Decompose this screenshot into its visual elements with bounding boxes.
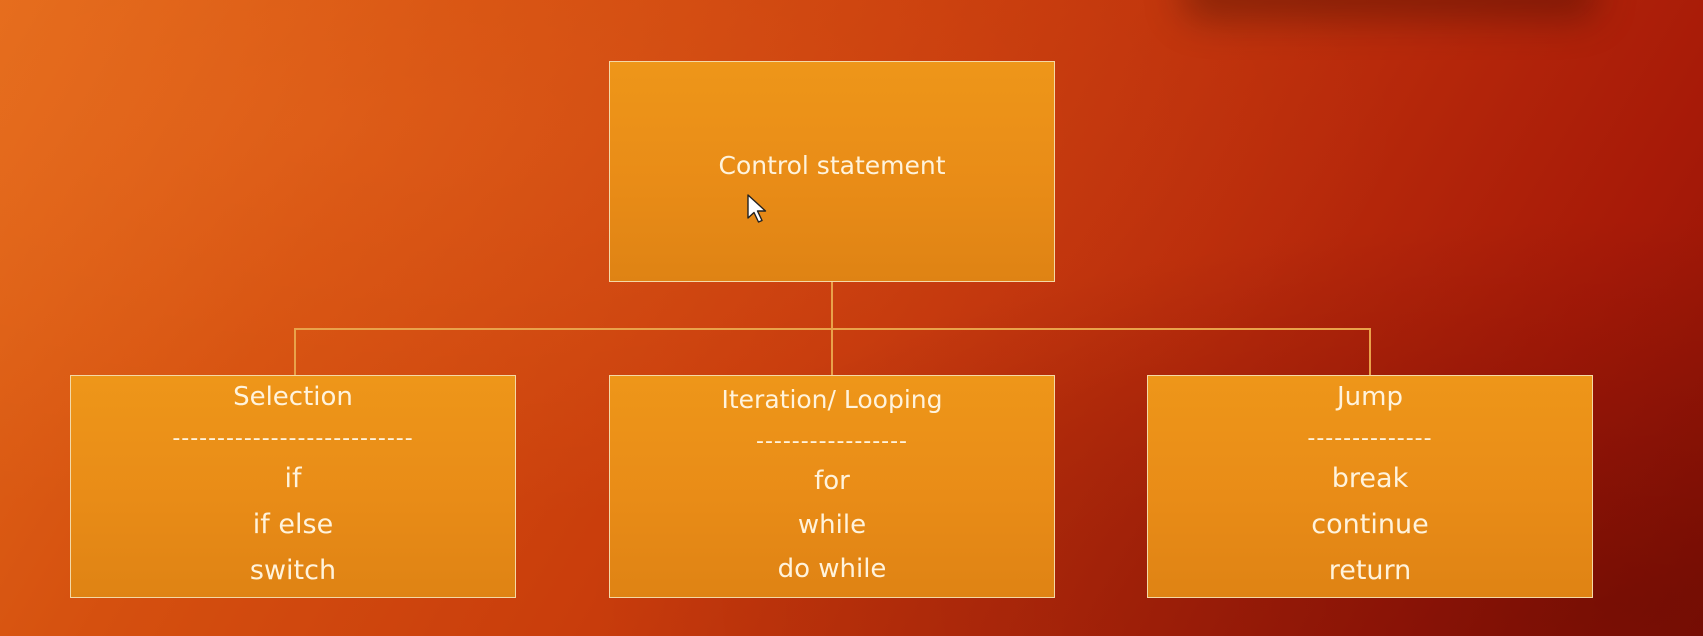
node-iteration-item: do while bbox=[777, 554, 887, 584]
node-jump-separator: -------------- bbox=[1307, 426, 1433, 451]
node-jump-title: Jump bbox=[1337, 382, 1403, 412]
top-shadow bbox=[1180, 0, 1600, 20]
node-jump-item: continue bbox=[1311, 509, 1429, 540]
root-node-label: Control statement bbox=[718, 151, 946, 180]
node-selection[interactable]: Selection --------------------------- if… bbox=[70, 375, 516, 598]
connector-to-selection bbox=[294, 328, 296, 375]
connector-root-down bbox=[831, 282, 833, 328]
node-iteration-separator: ----------------- bbox=[756, 429, 908, 454]
node-jump-item: break bbox=[1331, 463, 1409, 494]
connector-to-jump bbox=[1369, 328, 1371, 375]
node-iteration[interactable]: Iteration/ Looping ----------------- for… bbox=[609, 375, 1055, 598]
node-selection-title: Selection bbox=[233, 382, 353, 412]
node-jump[interactable]: Jump -------------- break continue retur… bbox=[1147, 375, 1593, 598]
connector-to-iteration bbox=[831, 328, 833, 375]
mouse-pointer-icon bbox=[747, 194, 767, 223]
node-jump-item: return bbox=[1328, 555, 1412, 586]
node-iteration-title: Iteration/ Looping bbox=[721, 385, 943, 414]
root-node[interactable]: Control statement bbox=[609, 61, 1055, 282]
node-iteration-item: for bbox=[814, 466, 850, 496]
node-selection-item: if else bbox=[252, 509, 334, 540]
node-iteration-item: while bbox=[797, 510, 867, 540]
node-selection-separator: --------------------------- bbox=[172, 426, 414, 451]
node-selection-item: if bbox=[284, 463, 302, 494]
node-selection-item: switch bbox=[249, 555, 337, 586]
